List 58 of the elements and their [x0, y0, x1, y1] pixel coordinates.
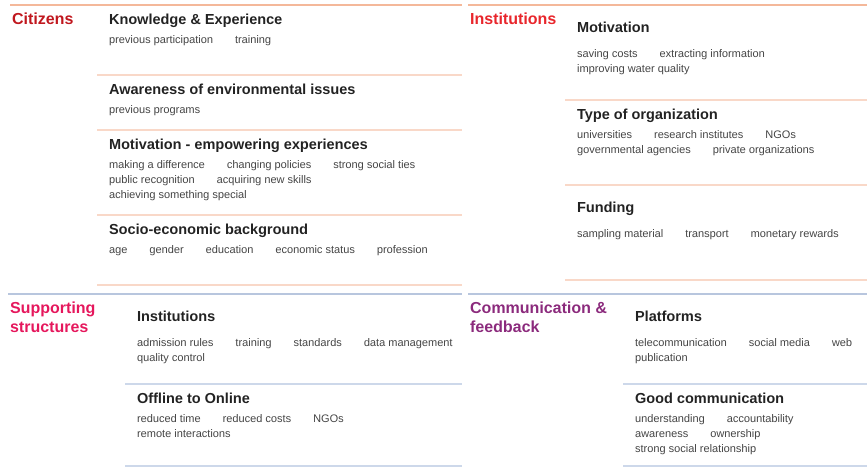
- factor-text: data management: [364, 337, 452, 349]
- factor-text: achieving something special: [109, 189, 247, 201]
- factor-text: awareness: [635, 428, 688, 440]
- factor-text: admission rules: [137, 337, 214, 349]
- factor-text: economic status: [275, 244, 355, 256]
- factor-text: NGOs: [313, 413, 344, 425]
- factor-text: reduced costs: [222, 413, 292, 425]
- factor-text: universities: [577, 129, 632, 141]
- factor-text: saving costs: [577, 48, 638, 60]
- section-heading: Type of organization: [577, 107, 719, 123]
- factor-text: NGOs: [765, 129, 796, 141]
- factor-text: education: [206, 244, 254, 256]
- category-title: Supporting structures: [10, 299, 96, 337]
- factor-text: sampling material: [577, 228, 664, 240]
- factor-text: changing policies: [226, 159, 312, 171]
- section-heading: Motivation - empowering experiences: [109, 137, 369, 153]
- section-heading: Funding: [577, 200, 636, 216]
- factor-text: strong social ties: [333, 159, 416, 171]
- factor-text: age: [109, 244, 128, 256]
- section-heading: Good communication: [635, 391, 786, 407]
- factor-text: telecommunication: [635, 337, 727, 349]
- factor-text: reduced time: [137, 413, 201, 425]
- factor-text: training: [235, 337, 272, 349]
- section-heading: Socio-economic background: [109, 222, 309, 238]
- factor-text: acquiring new skills: [216, 174, 312, 186]
- factor-text: standards: [294, 337, 342, 349]
- category-title: Communication & feedback: [470, 299, 608, 337]
- factor-text: public recognition: [109, 174, 195, 186]
- factor-text: social media: [748, 337, 810, 349]
- factor-text: understanding: [635, 413, 705, 425]
- section-heading: Motivation: [577, 20, 650, 36]
- section-heading: Platforms: [635, 309, 703, 325]
- factor-text: previous programs: [109, 104, 200, 116]
- section-heading: Knowledge & Experience: [109, 12, 284, 28]
- factor-text: transport: [685, 228, 729, 240]
- factor-text: quality control: [137, 352, 205, 364]
- factor-text: improving water quality: [577, 63, 690, 75]
- section-heading: Awareness of environmental issues: [109, 82, 356, 98]
- category-title: Citizens: [12, 10, 74, 29]
- factor-text: training: [234, 34, 272, 46]
- factor-text: private organizations: [712, 144, 814, 156]
- factor-text: strong social relationship: [635, 443, 756, 455]
- factor-text: extracting information: [660, 48, 765, 60]
- factor-text: research institutes: [654, 129, 744, 141]
- factor-text: making a difference: [109, 159, 205, 171]
- factor-text: governmental agencies: [577, 144, 691, 156]
- factor-text: remote interactions: [137, 428, 231, 440]
- factor-text: publication: [635, 352, 688, 364]
- factor-text: monetary rewards: [750, 228, 839, 240]
- factor-text: accountability: [726, 413, 794, 425]
- category-title: Institutions: [470, 10, 558, 29]
- section-heading: Offline to Online: [137, 391, 251, 407]
- factor-text: ownership: [710, 428, 760, 440]
- factor-text: profession: [376, 244, 428, 256]
- factor-text: gender: [149, 244, 184, 256]
- factor-text: web: [832, 337, 852, 349]
- factor-text: previous participation: [109, 34, 213, 46]
- section-heading: Institutions: [137, 309, 216, 325]
